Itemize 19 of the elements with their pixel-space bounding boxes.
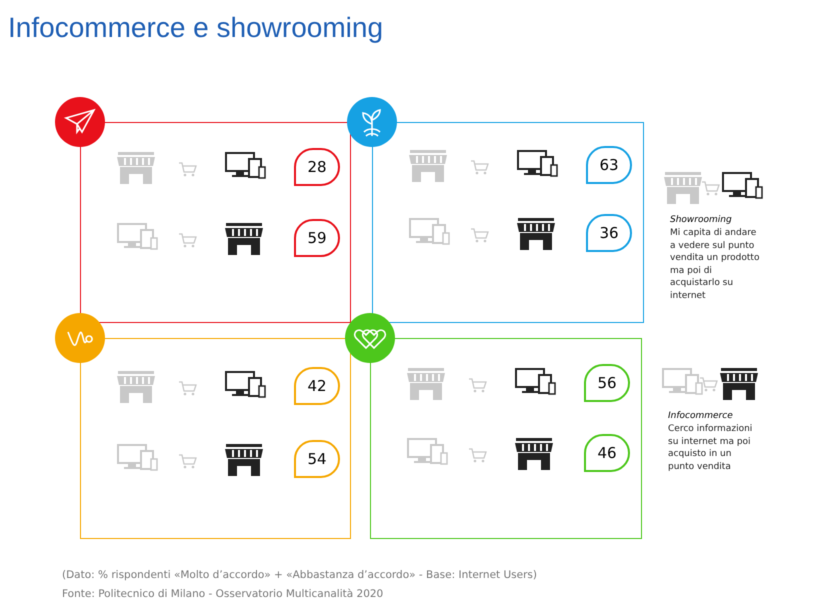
footnote: Fonte: Politecnico di Milano - Osservatorio Multicanalità 2020 [62,588,384,600]
term-heading: Infocommerce [668,410,734,422]
term-heading: Showrooming [670,214,733,226]
term-description: Mi capita di andare a vedere sul punto vendita un prodotto ma poi di acquistarlo su internet [670,227,760,302]
value-bubble: 28 [294,148,340,186]
panel-frame [372,122,644,323]
value-bubble: 63 [586,146,632,184]
footnote: (Dato: % rispondenti «Molto d’accordo» + «Abbastanza d’accordo» - Base: Internet Users) [62,569,537,581]
term-description: Cerco informazioni su internet ma poi acquisto in un punto vendita [668,423,754,473]
value-bubble: 59 [294,219,340,257]
panel-frame [80,122,351,323]
panel-frame [370,338,642,539]
panel-frame [80,338,351,539]
value-bubble: 56 [584,364,630,402]
slide-title: Infocommerce e showrooming [8,12,384,44]
value-bubble: 46 [584,434,630,472]
value-bubble: 42 [294,367,340,405]
value-bubble: 36 [586,214,632,252]
value-bubble: 54 [294,440,340,478]
